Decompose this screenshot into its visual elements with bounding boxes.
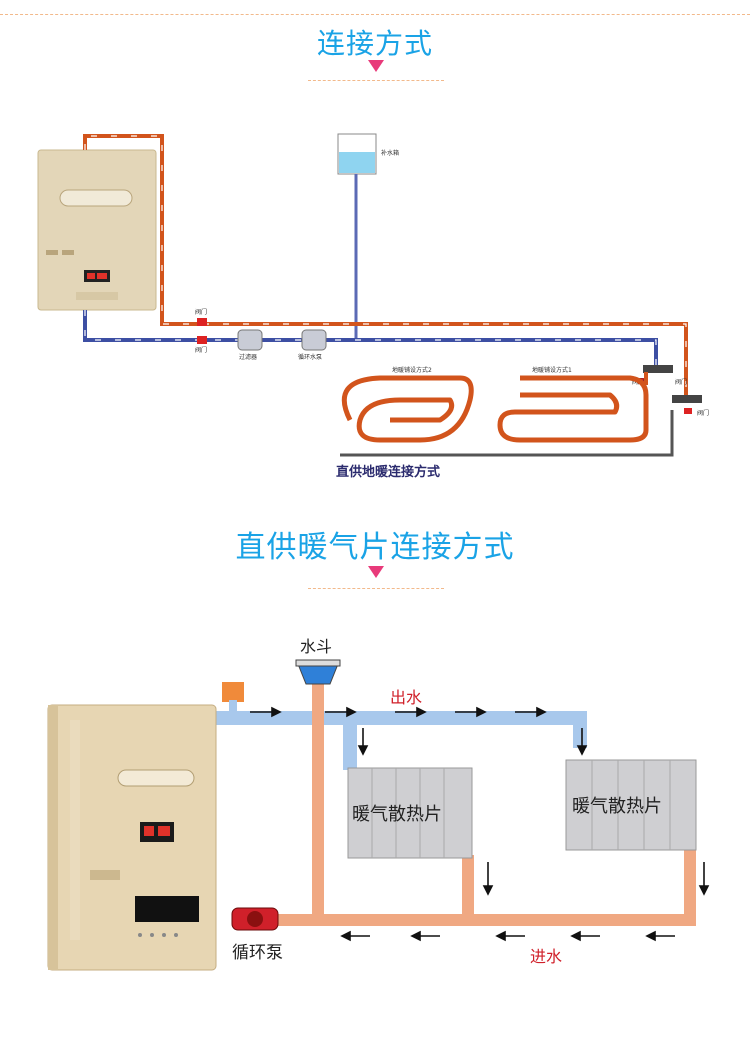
radiator-2 <box>565 759 697 851</box>
water-tank-label: 补水箱 <box>381 149 399 157</box>
flow-arrows-bottom <box>340 930 675 942</box>
pump-label: 循环水泵 <box>298 353 322 361</box>
floor-loop-2 <box>341 375 474 443</box>
manifold-lower-icon <box>672 395 702 414</box>
valve-right3-label: 阀门 <box>697 409 709 417</box>
water-in-label: 进水 <box>530 947 562 966</box>
water-out-label: 出水 <box>390 688 422 707</box>
top-dashed-divider <box>0 14 750 15</box>
water-bucket-icon <box>295 659 341 685</box>
hot-supply-pipe <box>83 134 688 395</box>
section2-title-underline <box>308 588 444 589</box>
supply-pipe-light-blue <box>215 711 587 770</box>
return-pipe-orange <box>240 680 696 926</box>
boiler-unit-2 <box>47 704 217 971</box>
floor-method2-label: 地暖铺设方式2 <box>392 366 432 374</box>
radiator-1 <box>347 767 473 859</box>
cold-return-pipe <box>83 310 658 365</box>
valve-top-label: 阀门 <box>195 308 207 316</box>
section1-title-marker-icon <box>368 60 384 72</box>
water-tank <box>337 133 377 175</box>
section2-title: 直供暖气片连接方式 <box>235 530 515 565</box>
valve-right2-label: 阀门 <box>675 378 687 386</box>
water-bucket-label: 水斗 <box>300 637 332 656</box>
filter-icon <box>237 329 263 351</box>
flow-arrows-top <box>250 706 710 896</box>
valve-top-icon <box>197 318 207 326</box>
section1-title: 连接方式 <box>316 27 433 60</box>
filter-label: 过滤器 <box>239 353 257 361</box>
radiator1-label: 暖气散热片 <box>352 804 442 825</box>
floor-loop-1 <box>497 375 649 443</box>
circulation-pump-icon <box>301 329 327 351</box>
section1-title-underline <box>308 80 444 81</box>
boiler-unit-1 <box>37 149 157 311</box>
floor-method1-label: 地暖铺设方式1 <box>532 366 572 374</box>
section2-title-marker-icon <box>368 566 384 578</box>
circulation-pump-icon-2 <box>231 907 279 931</box>
valve-bottom-icon <box>197 336 207 344</box>
floor-heating-caption: 直供地暖连接方式 <box>336 464 440 480</box>
valve-bottom-label: 阀门 <box>195 346 207 354</box>
radiator2-label: 暖气散热片 <box>572 796 662 817</box>
pump-label-2: 循环泵 <box>232 943 283 963</box>
expansion-valve-icon <box>222 682 244 716</box>
